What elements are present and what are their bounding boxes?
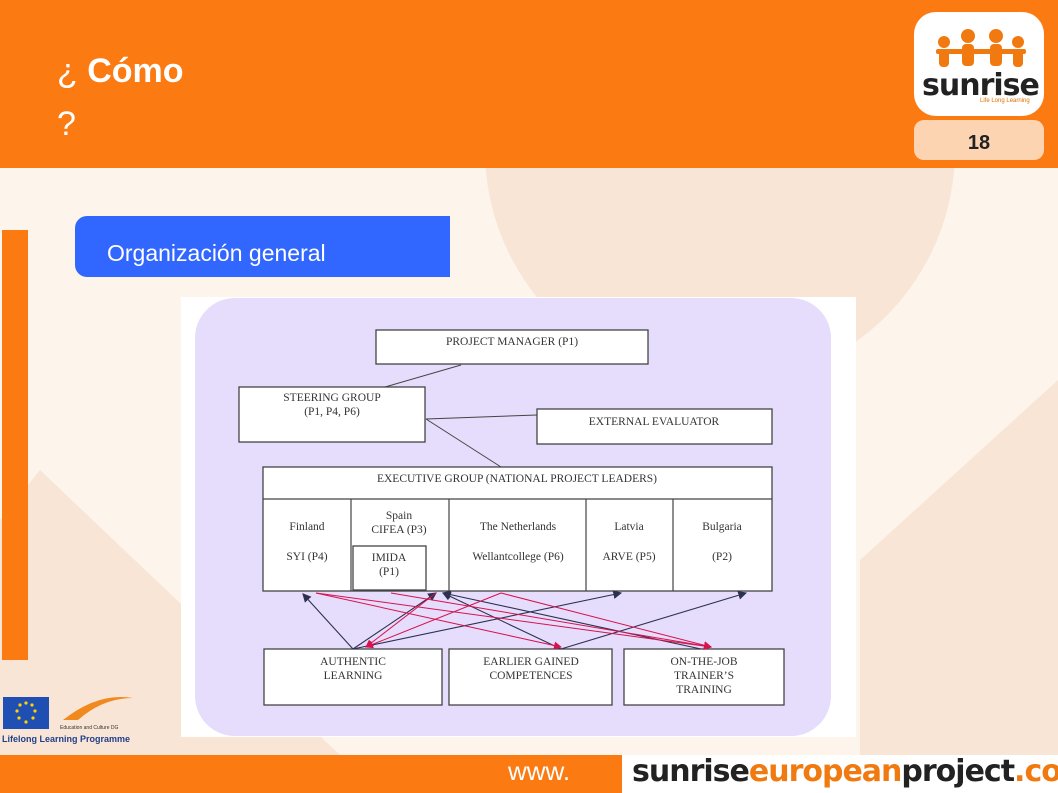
earlier-competences-box [448, 648, 613, 706]
external-evaluator-label: EXTERNAL EVALUATOR [589, 416, 720, 428]
authentic-label-2: LEARNING [324, 670, 383, 682]
page-title: ¿ Cómo [57, 52, 184, 90]
url-part-european: european [748, 754, 903, 789]
footer-url-panel [622, 755, 1058, 793]
org-diagram: PROJECT MANAGER (P1) STEERING GROUP (P1,… [238, 329, 785, 706]
spain-label: Spain [386, 510, 412, 522]
earlier-label-2: COMPETENCES [489, 670, 572, 682]
on-the-job-box [623, 648, 785, 706]
eu-dg-label: Education and Culture DG [60, 725, 119, 731]
people-figures-icon [936, 29, 1026, 67]
url-part-project: project [901, 754, 1015, 789]
onjob-label-1: ON-THE-JOB [670, 656, 737, 668]
executive-group-box [262, 466, 773, 592]
url-part-sunrise: sunrise [632, 754, 750, 789]
llp-swoosh-icon [63, 696, 133, 720]
eu-programme-label: Lifelong Learning Programme [2, 734, 131, 744]
imida-code: (P1) [379, 566, 399, 578]
external-evaluator-box [536, 408, 773, 445]
steering-group-box [238, 386, 426, 443]
footer-url[interactable]: sunriseeuropeanproject.com [632, 754, 1058, 789]
steering-group-label-1: STEERING GROUP [283, 392, 380, 404]
section-label: Organización general [107, 240, 326, 266]
steering-group-label-2: (P1, P4, P6) [304, 406, 360, 418]
eu-flag-icon [3, 697, 49, 729]
bulgaria-label: Bulgaria [702, 521, 742, 533]
logo-wordmark: sunrise [922, 68, 1040, 103]
url-part-com: .com [1014, 754, 1058, 789]
sunrise-logo: sunrise Life Long Learning [914, 12, 1044, 116]
authentic-label-1: AUTHENTIC [320, 656, 386, 668]
spain-code: CIFEA (P3) [371, 524, 426, 536]
imida-label: IMIDA [372, 552, 407, 564]
finland-code: SYI (P4) [286, 551, 327, 563]
netherlands-label: The Netherlands [480, 521, 557, 533]
latvia-code: ARVE (P5) [602, 551, 655, 563]
finland-label: Finland [289, 521, 324, 533]
page-title-line2: ? [57, 105, 76, 143]
onjob-label-2: TRAINER’S [674, 670, 734, 682]
project-manager-label: PROJECT MANAGER (P1) [446, 336, 578, 348]
executive-group-label: EXECUTIVE GROUP (NATIONAL PROJECT LEADER… [377, 473, 657, 485]
authentic-learning-box [263, 648, 443, 706]
latvia-label: Latvia [614, 521, 643, 533]
onjob-label-3: TRAINING [676, 684, 732, 696]
red-arrows [315, 592, 712, 651]
header-bar: ¿ Cómo ? [0, 0, 1058, 168]
earlier-label-1: EARLIER GAINED [483, 656, 579, 668]
logo-tagline: Life Long Learning [980, 98, 1030, 104]
netherlands-code: Wellantcollege (P6) [472, 551, 564, 563]
imida-box [352, 545, 427, 591]
connector-lines [384, 364, 538, 468]
bulgaria-code: (P2) [712, 551, 732, 563]
section-tab: Organización general [75, 216, 450, 277]
left-accent-bar [2, 230, 28, 660]
project-manager-box [375, 329, 649, 365]
footer-www: www. [508, 756, 571, 786]
page-number-badge: 18 [914, 120, 1044, 160]
